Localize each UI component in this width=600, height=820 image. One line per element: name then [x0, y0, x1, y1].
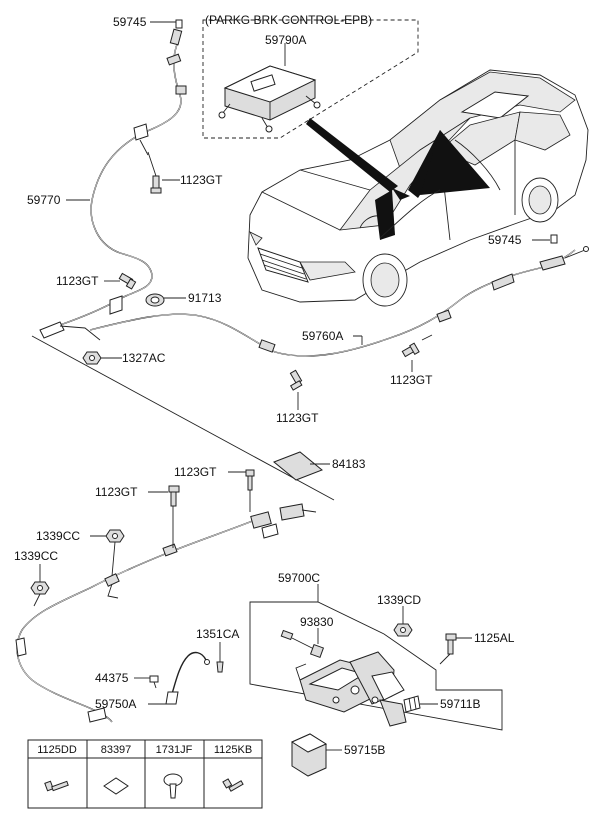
pedal-assembly-group: [249, 584, 503, 731]
label-1351ca: 1351CA: [196, 627, 239, 641]
pad-icon: [103, 777, 129, 795]
epb-module[interactable]: [218, 65, 321, 133]
label-59711b: 59711B: [440, 697, 480, 711]
cable-59750a[interactable]: [165, 651, 210, 705]
label-1123gt-b: 1123GT: [56, 274, 99, 288]
label-59790a: 59790A: [265, 33, 306, 47]
clip-1351ca[interactable]: [216, 661, 224, 673]
nut-1339cc-b[interactable]: [30, 581, 50, 595]
leader-1123gt-f: [148, 491, 174, 548]
label-59745-right: 59745: [488, 233, 522, 247]
label-84183: 84183: [332, 457, 366, 471]
label-59760a: 59760A: [302, 329, 343, 343]
bolt-1123gt-d[interactable]: [289, 369, 303, 391]
nut-1339cc-a[interactable]: [105, 529, 125, 543]
bolt-1125al[interactable]: [445, 633, 457, 655]
cable-lower[interactable]: [15, 503, 317, 723]
label-59700c: 59700C: [278, 571, 320, 585]
bolt-1123gt-a[interactable]: [150, 175, 162, 194]
label-59745-top: 59745: [113, 15, 147, 29]
part-44375[interactable]: [149, 675, 159, 689]
label-1123gt-f: 1123GT: [95, 485, 138, 499]
grommet-91713[interactable]: [145, 293, 165, 307]
leader-1123gt-c: [411, 334, 433, 372]
nut-1327ac[interactable]: [82, 351, 102, 365]
box-title: (PARKG BRK CONTROL-EPB): [205, 13, 372, 27]
cover-59715b[interactable]: [290, 733, 328, 777]
reference-line: [31, 335, 335, 501]
bolt-93830[interactable]: [280, 629, 325, 659]
clip-59745a[interactable]: [175, 19, 183, 29]
clip-59745b[interactable]: [550, 234, 558, 244]
label-44375: 44375: [95, 671, 129, 685]
car-illustration: [247, 69, 589, 307]
leader-59760a: [353, 335, 363, 345]
leader-1125al: [439, 637, 472, 665]
bolt-icon: [44, 780, 69, 792]
legend-header-2: 83397: [101, 744, 132, 756]
label-59750a: 59750A: [95, 697, 136, 711]
epb-module-group: (PARKG BRK CONTROL-EPB): [202, 13, 419, 139]
label-93830: 93830: [300, 615, 334, 629]
leader-1123gt-a: [147, 151, 180, 181]
part-59711b[interactable]: [403, 695, 421, 713]
bolt-1123gt-e[interactable]: [245, 469, 255, 491]
bolt-1123gt-b[interactable]: [118, 272, 137, 290]
label-1123gt-a: 1123GT: [180, 173, 223, 187]
leader-1339cc-a: [90, 535, 116, 577]
label-1123gt-e: 1123GT: [174, 465, 217, 479]
clip-icon: [163, 773, 183, 799]
leader-1123gt-e: [228, 471, 251, 512]
cable-59760a[interactable]: [89, 246, 589, 357]
label-1125al: 1125AL: [474, 631, 515, 645]
label-59715b: 59715B: [344, 743, 385, 757]
label-1123gt-d: 1123GT: [276, 411, 319, 425]
label-1339cd: 1339CD: [377, 593, 421, 607]
label-1339cc-b: 1339CC: [14, 549, 58, 563]
leader-1339cc-b: [33, 564, 41, 607]
label-1339cc-a: 1339CC: [36, 529, 80, 543]
bolt-1123gt-c[interactable]: [401, 342, 420, 358]
pedal-59700c[interactable]: [295, 651, 407, 727]
legend-table: 1125DD 83397 1731JF 1125KB: [27, 739, 263, 809]
legend-header-3: 1731JF: [156, 744, 193, 756]
cable-59770[interactable]: [39, 28, 187, 341]
label-1123gt-c: 1123GT: [390, 373, 433, 387]
label-59770: 59770: [27, 193, 61, 207]
nut-1339cd[interactable]: [393, 623, 413, 637]
pad-84183[interactable]: [273, 451, 323, 481]
label-91713: 91713: [188, 291, 222, 305]
label-1327ac: 1327AC: [122, 351, 166, 365]
epb-dashed-box: [202, 19, 419, 139]
screw-icon: [222, 778, 244, 792]
legend-header-1: 1125DD: [37, 744, 77, 756]
bolt-1123gt-f[interactable]: [168, 485, 180, 507]
legend-header-4: 1125KB: [214, 744, 252, 756]
